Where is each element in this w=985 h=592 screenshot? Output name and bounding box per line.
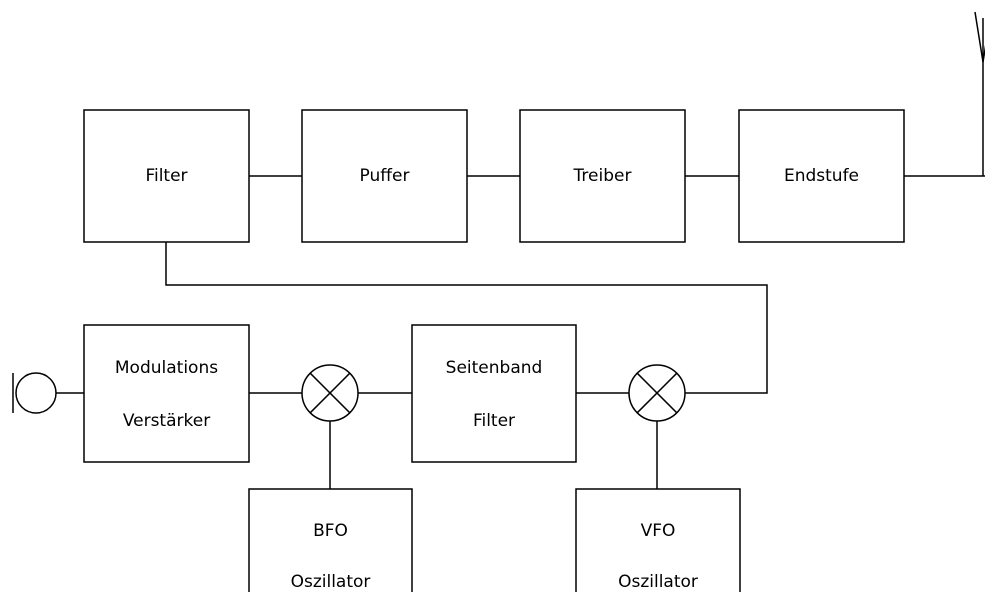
block-vfo-oszillator: VFO Oszillator — [575, 488, 741, 592]
mixer-bfo-icon — [301, 364, 359, 422]
block-endstufe: Endstufe — [738, 109, 905, 243]
block-bfo-label-1: BFO — [313, 521, 348, 541]
block-puffer-label: Puffer — [360, 166, 410, 186]
block-filter: Filter — [83, 109, 250, 243]
microphone-icon — [12, 372, 57, 414]
block-bfo-oszillator: BFO Oszillator — [248, 488, 413, 592]
block-modulations-label-1: Modulations — [115, 358, 218, 378]
block-bfo-label-2: Oszillator — [291, 572, 371, 592]
block-seitenband-filter: Seitenband Filter — [411, 324, 577, 463]
block-modulations-label-2: Verstärker — [123, 411, 210, 431]
antenna-icon — [974, 11, 985, 63]
mixer-vfo-icon — [628, 364, 686, 422]
block-seitenband-label-1: Seitenband — [446, 358, 543, 378]
block-puffer: Puffer — [301, 109, 468, 243]
wire-vfo-mixer-to-filter — [165, 242, 768, 394]
block-vfo-label-2: Oszillator — [618, 572, 698, 592]
block-vfo-label-1: VFO — [641, 521, 676, 541]
block-treiber: Treiber — [519, 109, 686, 243]
signal-wires — [56, 18, 985, 489]
block-seitenband-label-2: Filter — [473, 411, 515, 431]
block-endstufe-label: Endstufe — [784, 166, 859, 186]
block-modulations-verstaerker: Modulations Verstärker — [83, 324, 250, 463]
block-filter-label: Filter — [145, 166, 187, 186]
block-treiber-label: Treiber — [573, 166, 632, 186]
